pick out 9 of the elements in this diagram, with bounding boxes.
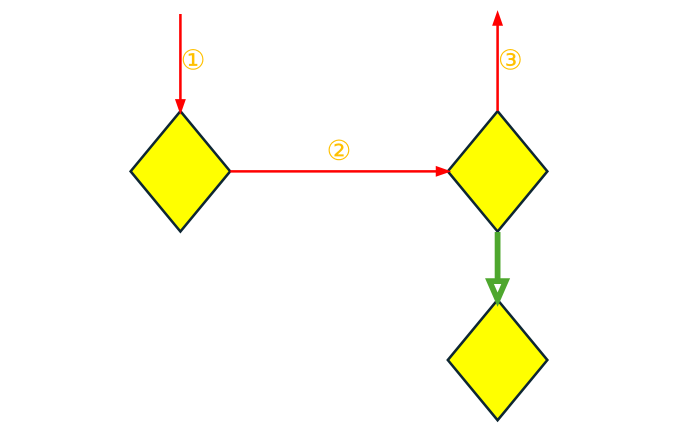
edge-label: ① xyxy=(180,44,206,77)
node-diamond xyxy=(446,109,550,234)
arrow xyxy=(485,232,510,307)
node-diamond xyxy=(128,109,232,234)
arrow xyxy=(174,14,186,115)
edge-label: ③ xyxy=(498,44,523,77)
arrow xyxy=(492,10,504,111)
edge-label: ② xyxy=(326,134,352,168)
arrow xyxy=(230,166,452,177)
